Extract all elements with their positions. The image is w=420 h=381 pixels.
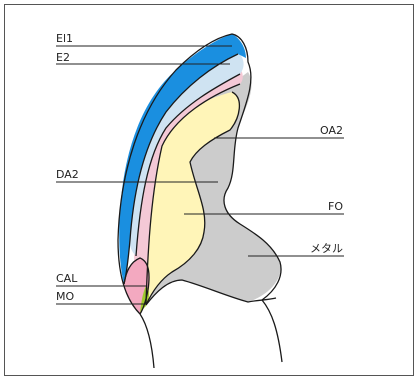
label-da2: DA2 xyxy=(56,168,79,181)
root-right-line xyxy=(262,300,282,362)
label-metal: メタル xyxy=(310,242,343,255)
label-e2: E2 xyxy=(56,51,70,64)
label-cal: CAL xyxy=(56,272,78,285)
label-mo: MO xyxy=(56,290,74,303)
root-left-line xyxy=(140,314,154,368)
label-oa2: OA2 xyxy=(320,124,343,137)
label-e11: El1 xyxy=(56,32,73,45)
label-fo: FO xyxy=(328,200,343,213)
